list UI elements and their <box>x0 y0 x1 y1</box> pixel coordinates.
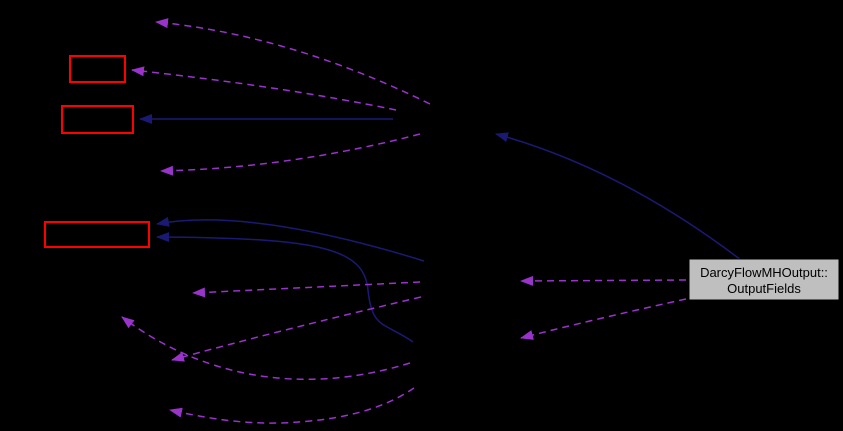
red-nodes-layer <box>44 55 150 248</box>
red-node-1[interactable] <box>69 55 126 83</box>
edge-solid-from-main-node <box>495 132 742 261</box>
main-node-label-line1: DarcyFlowMHOutput:: <box>700 265 828 280</box>
edge-dashed-from-main-lower <box>520 298 687 340</box>
edge-dashed-lower-diagonal <box>171 296 422 362</box>
edge-dashed-top-arc <box>155 18 431 105</box>
edges-layer <box>121 18 742 424</box>
edge-solid-to-red-node-3-upper <box>156 216 425 262</box>
edge-dashed-lower-steep <box>121 316 411 381</box>
node-darcyflowmhoutput-outputfields[interactable]: DarcyFlowMHOutput:: OutputFields <box>688 258 840 301</box>
red-node-3[interactable] <box>44 221 150 248</box>
main-node-box[interactable] <box>688 258 840 301</box>
edge-dashed-center-left <box>192 281 421 298</box>
edge-dashed-mid-left <box>160 133 421 176</box>
edge-dashed-bottom-arc <box>169 387 415 424</box>
red-node-2[interactable] <box>61 105 134 134</box>
edge-solid-to-red-node-3-lower <box>156 232 414 343</box>
main-node-label-line2: OutputFields <box>727 281 801 296</box>
edge-dashed-to-red-node-1 <box>131 66 397 111</box>
edge-dashed-from-main-upper <box>520 275 687 286</box>
